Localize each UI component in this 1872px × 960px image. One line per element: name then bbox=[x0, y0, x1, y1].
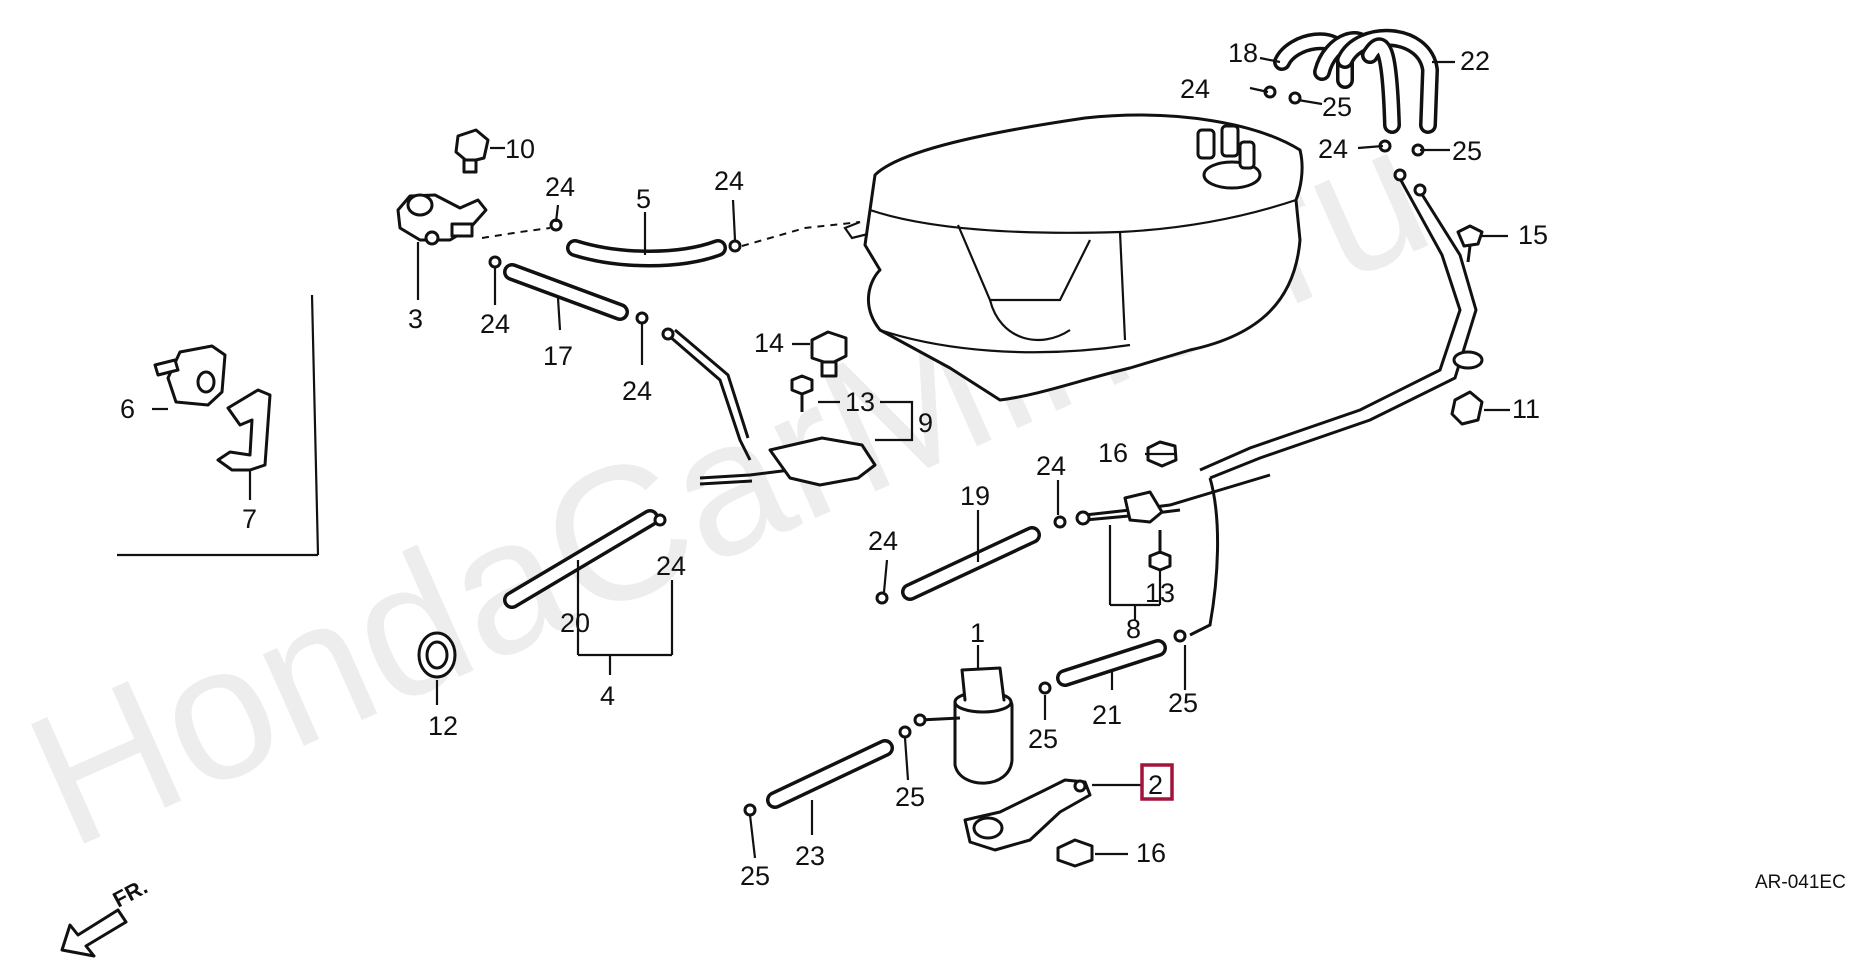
callout-6: 6 bbox=[120, 394, 135, 424]
callout-25a: 25 bbox=[1322, 92, 1352, 122]
callout-1: 1 bbox=[970, 618, 985, 648]
part-3-valve[interactable] bbox=[396, 193, 488, 246]
part-7-bracket[interactable] bbox=[216, 388, 272, 472]
part-13-bolt-b[interactable] bbox=[1148, 530, 1172, 572]
callout-24e: 24 bbox=[656, 551, 686, 581]
part-16-nut-b[interactable] bbox=[1056, 838, 1094, 868]
part-15-screw[interactable] bbox=[1456, 224, 1484, 263]
callout-4: 4 bbox=[600, 681, 615, 711]
callout-14: 14 bbox=[754, 328, 784, 358]
callout-16a: 16 bbox=[1098, 438, 1128, 468]
callout-5: 5 bbox=[636, 184, 651, 214]
part-10-bolt[interactable] bbox=[454, 128, 490, 174]
hose-17[interactable] bbox=[503, 263, 629, 321]
pipe-9[interactable] bbox=[661, 327, 877, 487]
callout-3: 3 bbox=[408, 304, 423, 334]
callout-24c: 24 bbox=[480, 309, 510, 339]
part-1-fuel-filter[interactable] bbox=[913, 666, 1014, 785]
callout-25f: 25 bbox=[740, 861, 770, 891]
part-11-clip[interactable] bbox=[1450, 390, 1484, 426]
inset-frame bbox=[117, 294, 320, 557]
callout-25d: 25 bbox=[1168, 688, 1198, 718]
clip-group-top[interactable] bbox=[1263, 85, 1425, 157]
part-14-nut[interactable] bbox=[810, 330, 848, 378]
hose-22[interactable] bbox=[1336, 28, 1440, 134]
callout-23: 23 bbox=[795, 841, 825, 871]
callout-25e: 25 bbox=[895, 782, 925, 812]
front-direction-arrow: FR. bbox=[60, 874, 152, 958]
part-6-bracket[interactable] bbox=[153, 344, 227, 407]
callout-7: 7 bbox=[242, 504, 257, 534]
callout-16b: 16 bbox=[1136, 838, 1166, 868]
callout-10: 10 bbox=[505, 134, 535, 164]
callout-24a: 24 bbox=[545, 172, 575, 202]
hose-23[interactable] bbox=[766, 739, 894, 809]
hose-5[interactable] bbox=[566, 239, 727, 268]
callout-20: 20 bbox=[560, 608, 590, 638]
callout-labels: 1 2 3 4 5 6 7 8 9 10 11 12 13 13 14 15 1… bbox=[120, 38, 1548, 891]
highlight-box-part-2[interactable] bbox=[1140, 763, 1174, 801]
callout-24f: 24 bbox=[868, 526, 898, 556]
callout-22: 22 bbox=[1460, 46, 1490, 76]
callout-2: 2 bbox=[1148, 770, 1163, 800]
hose-clips[interactable] bbox=[488, 218, 1187, 817]
part-2-filter-bracket[interactable] bbox=[963, 778, 1092, 852]
callout-13b: 13 bbox=[1145, 578, 1175, 608]
callout-24g: 24 bbox=[1036, 451, 1066, 481]
dash-tank-hose5 bbox=[741, 221, 861, 247]
callout-21: 21 bbox=[1092, 700, 1122, 730]
pipe-8[interactable] bbox=[1075, 473, 1271, 637]
direction-label: FR. bbox=[109, 874, 152, 913]
callout-8: 8 bbox=[1126, 614, 1141, 644]
callout-17: 17 bbox=[543, 341, 573, 371]
hose-19[interactable] bbox=[901, 526, 1041, 601]
callout-9: 9 bbox=[918, 408, 933, 438]
callout-24b: 24 bbox=[714, 166, 744, 196]
callout-25b: 25 bbox=[1452, 136, 1482, 166]
callout-19: 19 bbox=[960, 481, 990, 511]
fuel-pipes[interactable] bbox=[1199, 168, 1484, 480]
part-12-grommet[interactable] bbox=[417, 631, 457, 679]
callout-12: 12 bbox=[428, 711, 458, 741]
callout-24i: 24 bbox=[1318, 134, 1348, 164]
callout-15: 15 bbox=[1518, 220, 1548, 250]
fuel-tank[interactable] bbox=[843, 113, 1304, 402]
hose-21[interactable] bbox=[1056, 639, 1167, 687]
callout-25c: 25 bbox=[1028, 724, 1058, 754]
callout-24h: 24 bbox=[1180, 74, 1210, 104]
diagram-code: AR-041EC bbox=[1755, 872, 1846, 893]
callout-11: 11 bbox=[1512, 394, 1540, 424]
callout-18: 18 bbox=[1228, 38, 1258, 68]
callout-24d: 24 bbox=[622, 376, 652, 406]
hose-20[interactable] bbox=[503, 509, 659, 609]
leader-lines bbox=[152, 56, 1510, 859]
dash-valve-hose bbox=[481, 227, 551, 239]
part-13-bolt-a[interactable] bbox=[790, 374, 814, 412]
callout-13a: 13 bbox=[845, 387, 875, 417]
